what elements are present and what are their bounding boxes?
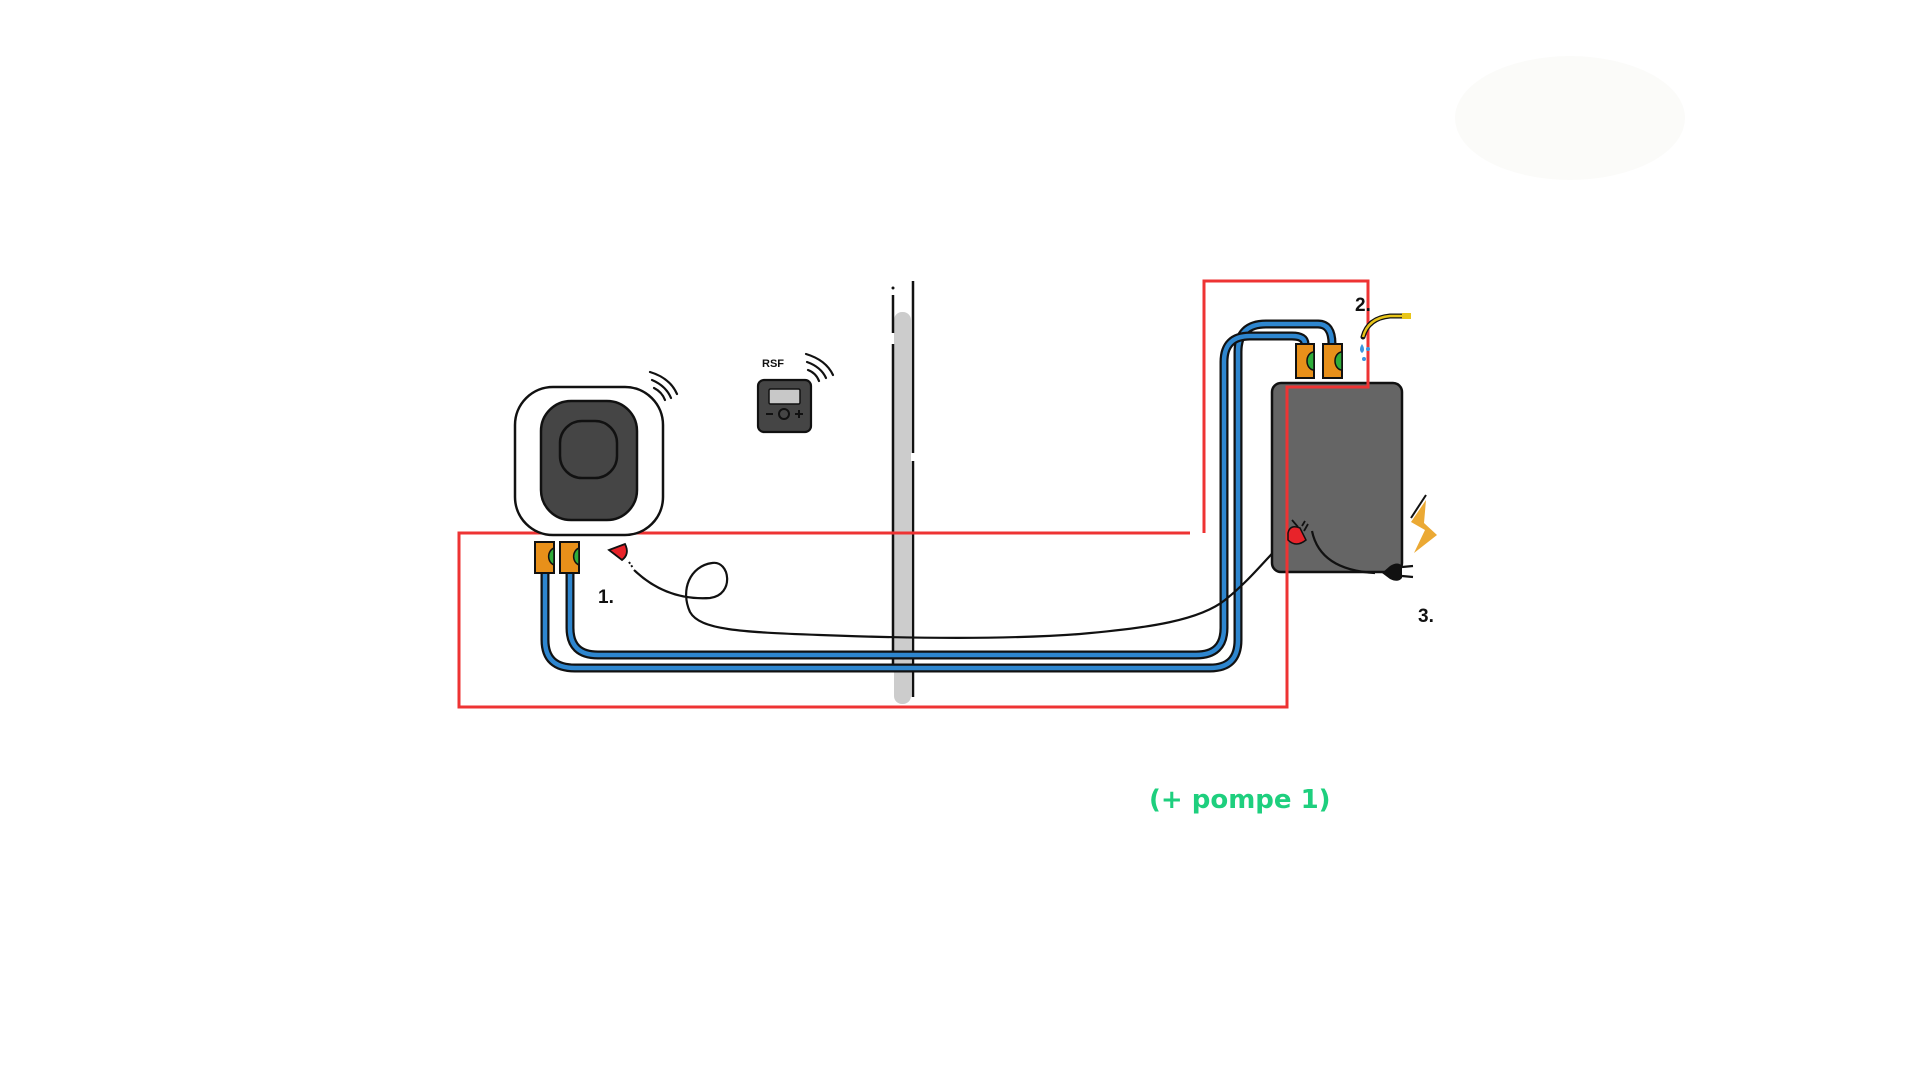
lightning-icon <box>1410 494 1437 553</box>
plug-prongs <box>1291 519 1309 532</box>
rsf-thermostat: RSF <box>756 352 835 434</box>
cable <box>1310 530 1376 575</box>
pipe-outer <box>542 321 1335 671</box>
pipe-inner <box>567 333 1308 658</box>
step-label-3: 3. <box>1418 606 1434 627</box>
outdoor-unit-fan-panel <box>539 399 639 522</box>
thermostat-label: RSF <box>762 358 784 370</box>
thermostat-screen <box>768 388 801 405</box>
connector-seal <box>572 546 580 567</box>
indoor-connectors <box>1295 343 1343 379</box>
connector-seal <box>1334 351 1343 371</box>
plug-icon <box>1382 563 1402 581</box>
wall-body <box>894 312 911 704</box>
plus-icon <box>795 410 803 418</box>
wall <box>891 281 915 704</box>
refrigerant-pipes <box>540 319 1337 673</box>
hose-icon-fill <box>1361 314 1410 338</box>
indoor-plug <box>1287 519 1309 545</box>
thermostat-icon <box>756 378 813 434</box>
plug-icon <box>1287 526 1307 545</box>
zone-overlay <box>1285 281 1370 707</box>
wireless-icon <box>804 352 835 383</box>
plug-prong <box>1401 564 1414 569</box>
step-label-2: 2. <box>1355 295 1371 316</box>
zone-outline-overlay <box>1285 281 1370 707</box>
connector-seal <box>1306 351 1315 371</box>
outdoor-unit <box>513 370 679 537</box>
drain-hose <box>1360 313 1411 361</box>
cable <box>633 539 1286 639</box>
indoor-unit <box>1270 381 1404 574</box>
pipe-inner-outline <box>565 331 1310 660</box>
wall-dot <box>891 286 895 290</box>
power-cable-outdoor <box>607 539 1286 639</box>
plug-icon <box>607 542 628 562</box>
water-drop-icon <box>1360 344 1370 361</box>
step-label-1: 1. <box>598 587 614 608</box>
outdoor-connectors <box>534 541 580 574</box>
faint-blob <box>1455 56 1685 180</box>
cable <box>628 561 634 569</box>
fan-icon <box>558 419 619 480</box>
plug-prong <box>1401 574 1414 579</box>
dial-icon <box>778 408 790 420</box>
connector-seal <box>547 546 555 567</box>
power-cable-indoor <box>1310 530 1414 581</box>
pump-note: (+ pompe 1) <box>1149 785 1331 815</box>
hose-end <box>1402 313 1411 319</box>
indoor-unit-icon <box>1270 381 1404 574</box>
wireless-icon <box>648 370 679 402</box>
